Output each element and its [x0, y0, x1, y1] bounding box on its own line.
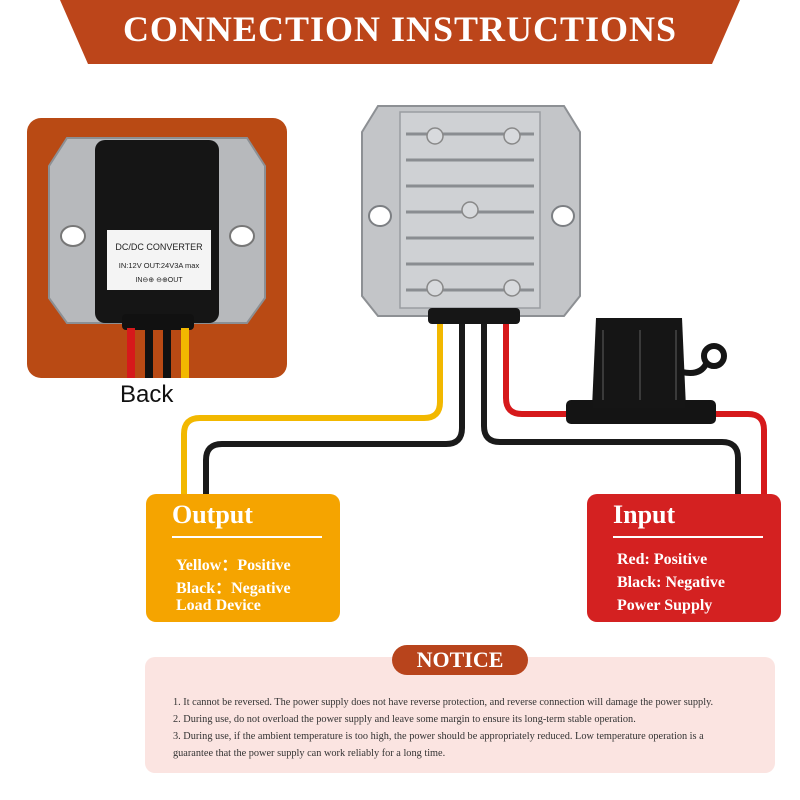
converter-front-image	[361, 105, 581, 324]
notice-line-4: guarantee that the power supply can work…	[173, 748, 446, 759]
output-line-positive: Yellow：Positive	[176, 557, 291, 574]
output-divider	[172, 536, 322, 538]
output-line-device: Load Device	[176, 597, 261, 614]
input-line-negative: Black: Negative	[617, 574, 725, 591]
notice-title: NOTICE	[392, 645, 528, 675]
back-label: Back	[120, 381, 174, 408]
notice-line-3: 3. During use, if the ambient temperatur…	[173, 731, 704, 742]
yellow-output-wire	[181, 320, 443, 496]
input-title: Input	[613, 500, 676, 529]
back-photo-panel: DC/DC CONVERTER IN:12V OUT:24V3A max IN⊖…	[27, 118, 287, 378]
input-line-supply: Power Supply	[617, 597, 713, 614]
notice-panel: 1. It cannot be reversed. The power supp…	[145, 657, 775, 773]
header-banner	[60, 0, 740, 64]
sticker-line2: IN:12V OUT:24V3A max	[119, 261, 200, 270]
output-line-negative: Black：Negative	[176, 580, 291, 597]
black-input-wire	[481, 320, 741, 496]
input-box: Input Red: Positive Black: Negative Powe…	[587, 494, 781, 622]
notice-line-1: 1. It cannot be reversed. The power supp…	[173, 697, 714, 708]
sticker-line1: DC/DC CONVERTER	[115, 242, 203, 252]
input-line-positive: Red: Positive	[617, 551, 708, 568]
notice-line-2: 2. During use, do not overload the power…	[173, 714, 636, 725]
converter-back-image: DC/DC CONVERTER IN:12V OUT:24V3A max IN⊖…	[48, 137, 266, 378]
output-box: Output Yellow：Positive Black：Negative Lo…	[146, 494, 340, 622]
fuse-holder	[566, 318, 727, 424]
input-divider	[613, 536, 763, 538]
sticker-line3: IN⊖⊕ ⊖⊕OUT	[135, 277, 183, 284]
black-output-wire	[203, 320, 465, 496]
page-title: CONNECTION INSTRUCTIONS	[122, 9, 678, 49]
output-title: Output	[172, 500, 253, 529]
